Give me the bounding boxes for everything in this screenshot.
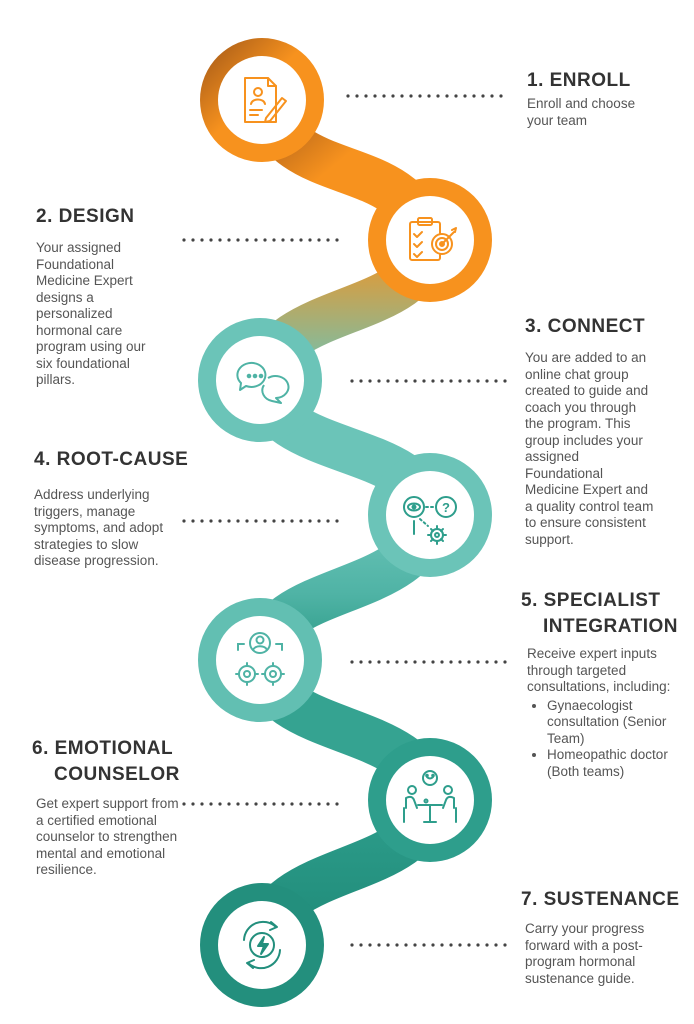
node-4 <box>368 453 492 577</box>
step-description: Enroll and choose your team <box>527 96 636 128</box>
chat-bubbles-icon <box>236 361 290 404</box>
clipboard-target-icon <box>409 217 457 261</box>
step-title-line1: 5. SPECIALIST <box>521 590 661 611</box>
list-item: Gynaecologist consultation (Senior Team) <box>547 698 692 748</box>
step-description: Carry your progress forward with a post-… <box>525 921 645 986</box>
node-2 <box>368 178 492 302</box>
node-5 <box>198 598 322 722</box>
step-description: Your assigned Foundational Medicine Expe… <box>36 240 146 387</box>
svg-text:?: ? <box>442 500 450 515</box>
step-title-line1: 6. EMOTIONAL <box>32 738 174 759</box>
step-title: 7. SUSTENANCE <box>521 889 680 910</box>
dotted-leaders <box>182 94 510 947</box>
step-6: 6. EMOTIONAL COUNSELOR Get expert suppor… <box>32 736 212 879</box>
step-title: 6. EMOTIONAL COUNSELOR <box>32 736 212 788</box>
step-1: 1. ENROLL Enroll and choose your team <box>527 68 687 129</box>
step-7: 7. SUSTENANCE Carry your progress forwar… <box>521 887 691 987</box>
step-description: Address underlying triggers, manage symp… <box>34 487 164 568</box>
step-title-line2: INTEGRATION <box>543 616 678 637</box>
step-title: 1. ENROLL <box>527 70 631 91</box>
eye-question-gear-icon: ? <box>403 496 457 545</box>
list-item: Homeopathic doctor (Both teams) <box>547 747 692 780</box>
person-gears-icon <box>235 632 285 686</box>
step-title: 2. DESIGN <box>36 206 135 227</box>
step-title-line2: COUNSELOR <box>54 764 180 785</box>
bullet-list: Gynaecologist consultation (Senior Team)… <box>527 698 692 781</box>
node-6 <box>368 738 492 862</box>
step-description: Get expert support from a certified emot… <box>36 796 179 877</box>
step-description: Receive expert inputs through targeted c… <box>527 646 692 780</box>
document-pen-icon <box>244 77 287 123</box>
step-description: You are added to an online chat group cr… <box>525 350 654 547</box>
step-title: 5. SPECIALIST INTEGRATION <box>521 588 691 640</box>
node-3 <box>198 318 322 442</box>
step-2: 2. DESIGN Your assigned Foundational Med… <box>36 204 176 389</box>
step-5: 5. SPECIALIST INTEGRATION Receive expert… <box>521 588 691 780</box>
energy-cycle-icon <box>243 920 281 970</box>
step-title: 4. ROOT-CAUSE <box>34 449 189 470</box>
step-3: 3. CONNECT You are added to an online ch… <box>525 314 685 548</box>
step-intro: Receive expert inputs through targeted c… <box>527 646 671 694</box>
step-title: 3. CONNECT <box>525 316 646 337</box>
step-4: 4. ROOT-CAUSE Address underlying trigger… <box>34 447 204 570</box>
counseling-table-icon <box>403 770 457 823</box>
